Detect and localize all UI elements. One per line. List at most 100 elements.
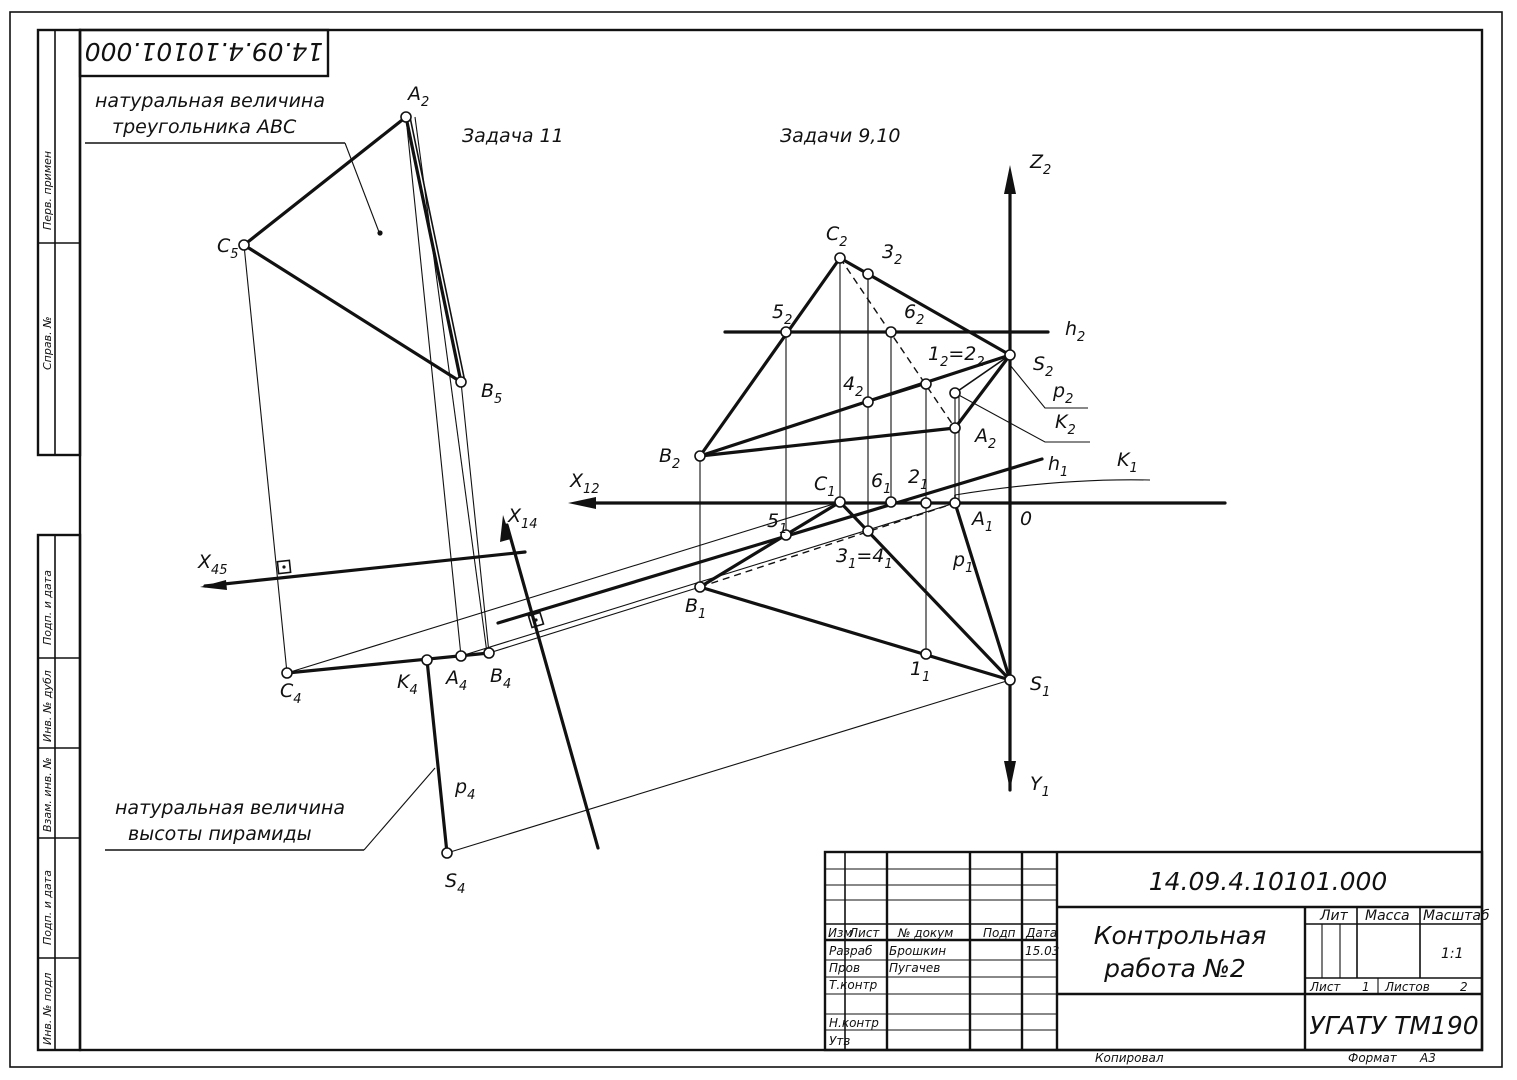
- label-A2-top: A2: [406, 83, 429, 110]
- point-A2: [949, 422, 961, 434]
- note-height-line1: натуральная величина: [115, 797, 345, 819]
- point-C1: [834, 496, 846, 508]
- lit-label: Лит: [1319, 908, 1349, 924]
- label-K2: K2: [1055, 411, 1076, 438]
- point-5-2: [780, 326, 792, 338]
- row-razrab: Разраб: [829, 944, 873, 958]
- label-2-1: 21: [908, 466, 928, 493]
- point-B1: [694, 581, 706, 593]
- massa-label: Масса: [1365, 908, 1410, 924]
- point-1-2: [920, 378, 932, 390]
- point-C4: [281, 667, 293, 679]
- label-Y1: Y1: [1030, 773, 1050, 800]
- label-K4: K4: [397, 671, 418, 698]
- label-C1: C1: [814, 473, 836, 500]
- label-4-2: 42: [843, 373, 863, 400]
- razrab-date: 15.03: [1025, 944, 1059, 958]
- point-1-1: [920, 648, 932, 660]
- side-podp-data-1: Подп. и дата: [41, 570, 54, 645]
- label-S2: S2: [1033, 353, 1053, 380]
- point-3-2: [862, 268, 874, 280]
- side-podp-data-2: Подп. и дата: [41, 870, 54, 945]
- label-h2: h2: [1065, 318, 1085, 345]
- point-B2: [694, 450, 706, 462]
- org-name: УГАТУ ТМ190: [1309, 1011, 1478, 1040]
- col-doc: № докум: [897, 926, 953, 940]
- point-A2-top: [400, 111, 412, 123]
- label-6-1: 61: [871, 470, 891, 497]
- title-line2: работа №2: [1103, 954, 1246, 983]
- masshtab-label: Масштаб: [1423, 908, 1490, 924]
- label-5-1: 51: [767, 510, 787, 537]
- col-list: Лист: [848, 926, 880, 940]
- razrab-name: Брошкин: [889, 944, 946, 958]
- side-inv-podl: Инв. № подл: [41, 973, 54, 1045]
- point-S2: [1004, 349, 1016, 361]
- outer-frame: [9, 11, 1503, 1068]
- label-C4: C4: [280, 680, 302, 707]
- label-3-1eq4-1: 31=41: [836, 545, 893, 572]
- points: [238, 111, 1016, 859]
- label-p2: p2: [1052, 380, 1073, 407]
- note-triangle-line2: треугольника АВС: [112, 116, 297, 138]
- prov-name: Пугачев: [889, 961, 940, 975]
- point-6-2: [885, 326, 897, 338]
- sheet-label: Лист: [1309, 980, 1341, 994]
- note-triangle-line1: натуральная величина: [95, 90, 325, 112]
- sheets-label: Листов: [1384, 980, 1430, 994]
- point-6-1: [885, 496, 897, 508]
- point-C2: [834, 252, 846, 264]
- label-B4: B4: [490, 665, 511, 692]
- point-B4: [483, 647, 495, 659]
- label-1-1: 11: [910, 658, 930, 685]
- point-S1: [1004, 674, 1016, 686]
- task-9-10-construction: [496, 165, 1227, 792]
- note-height-line2: высоты пирамиды: [128, 823, 312, 845]
- point-C5: [238, 239, 250, 251]
- label-A1: A1: [970, 508, 993, 535]
- point-A1: [949, 497, 961, 509]
- point-K4: [421, 654, 433, 666]
- col-date: Дата: [1025, 926, 1057, 940]
- label-B2: B2: [659, 445, 680, 472]
- top-doc-code: 14.09.4.10101.000: [85, 37, 324, 66]
- label-h1: h1: [1048, 453, 1068, 480]
- point-5-1: [780, 529, 792, 541]
- label-B1: B1: [685, 595, 706, 622]
- title-block: 14.09.4.10101.000 Контрольная работа №2 …: [823, 850, 1490, 1065]
- point-2-1: [920, 497, 932, 509]
- col-sign: Подп: [983, 926, 1016, 940]
- point-B5: [455, 376, 467, 388]
- label-Z2: Z2: [1029, 151, 1051, 178]
- label-6-2: 62: [904, 301, 924, 328]
- point-A4: [455, 650, 467, 662]
- point-4-2: [862, 396, 874, 408]
- side-perv-primen: Перв. примен: [41, 151, 54, 230]
- point-3-1: [862, 525, 874, 537]
- row-prov: Пров: [829, 961, 860, 975]
- label-3-2: 32: [882, 241, 902, 268]
- row-utv: Утв: [829, 1034, 850, 1048]
- sheets-num: 2: [1460, 980, 1468, 994]
- format-label: Формат: [1348, 1051, 1398, 1065]
- row-nkontr: Н.контр: [829, 1016, 879, 1030]
- task-9-10-caption: Задачи 9,10: [780, 125, 901, 147]
- copied-label: Копировал: [1095, 1051, 1164, 1065]
- label-S4: S4: [445, 870, 465, 897]
- label-5-2: 52: [772, 301, 792, 328]
- label-X12: X12: [569, 470, 600, 497]
- drawing-frame: [78, 28, 1484, 1052]
- label-1-2eq2-2: 12=22: [928, 343, 985, 370]
- point-K2: [949, 387, 961, 399]
- side-sprav: Справ. №: [41, 316, 54, 370]
- label-X45: X45: [197, 551, 228, 578]
- label-X14: X14: [507, 505, 538, 532]
- task-11-caption: Задача 11: [462, 125, 564, 147]
- label-C5: C5: [217, 235, 239, 262]
- sheet-num: 1: [1362, 980, 1370, 994]
- col-izm: Изм: [828, 926, 852, 940]
- point-labels: A2 C5 B5 C2 32 52 62 h2 12=22 S2 42 p2 K…: [197, 83, 1138, 897]
- label-A4: A4: [444, 667, 467, 694]
- label-C2: C2: [826, 223, 848, 250]
